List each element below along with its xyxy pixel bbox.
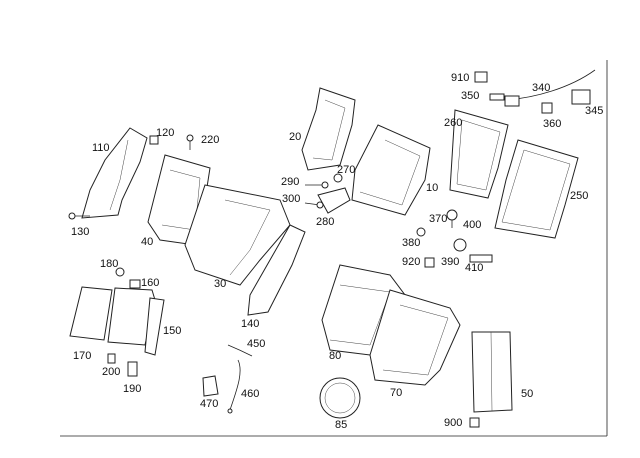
label-410: 410: [465, 262, 484, 274]
label-40: 40: [141, 236, 154, 248]
backrest-right-30: [184, 184, 291, 286]
part-390: [453, 238, 467, 252]
label-20: 20: [289, 131, 302, 143]
label-50: 50: [521, 388, 534, 400]
label-345: 345: [585, 105, 604, 117]
wire-460: [229, 359, 241, 411]
part-410: [469, 254, 493, 263]
label-260: 260: [444, 117, 463, 129]
label-110: 110: [92, 142, 110, 154]
label-190: 190: [123, 383, 142, 395]
label-370: 370: [429, 213, 448, 225]
bolt-290: [321, 181, 329, 189]
part-345: [571, 89, 591, 105]
part-360: [541, 102, 553, 114]
cushion-170: [69, 286, 113, 341]
label-400: 400: [463, 219, 482, 231]
label-30: 30: [214, 278, 227, 290]
frame-10: [351, 124, 431, 216]
label-470: 470: [200, 398, 219, 410]
screw-180: [115, 267, 125, 277]
seat-cushion-70: [369, 289, 461, 386]
label-360: 360: [543, 118, 562, 130]
part-900: [469, 417, 480, 428]
badge-85: [319, 377, 361, 419]
label-340: 340: [532, 82, 551, 94]
cover-50: [471, 331, 513, 413]
label-120: 120: [156, 127, 175, 139]
label-85: 85: [335, 419, 348, 431]
part-920: [424, 257, 435, 268]
bracket-160: [129, 279, 141, 289]
part-270: [333, 173, 343, 183]
screw-130: [68, 212, 76, 220]
screw-220: [186, 134, 194, 142]
wire-450: [227, 344, 253, 357]
label-160: 160: [141, 277, 160, 289]
label-70: 70: [390, 387, 403, 399]
side-bolster-110: [81, 127, 148, 219]
label-130: 130: [71, 226, 90, 238]
panel-260: [449, 109, 509, 199]
label-170: 170: [73, 350, 92, 362]
panel-250: [494, 139, 579, 239]
clip-190: [127, 361, 138, 377]
part-910: [474, 71, 488, 83]
clip-120: [149, 135, 159, 145]
label-180: 180: [100, 258, 119, 270]
label-460: 460: [241, 388, 260, 400]
label-220: 220: [201, 134, 220, 146]
label-200: 200: [102, 366, 121, 378]
label-140: 140: [241, 318, 260, 330]
part-350: [489, 93, 505, 101]
label-390: 390: [441, 256, 460, 268]
part-380: [416, 227, 426, 237]
bracket-280: [317, 187, 351, 214]
trim-panel-140: [247, 224, 306, 316]
clip-470: [202, 375, 219, 397]
label-380: 380: [402, 237, 421, 249]
label-10: 10: [426, 182, 439, 194]
label-150: 150: [163, 325, 182, 337]
frame-20: [301, 87, 356, 171]
label-350: 350: [461, 90, 480, 102]
label-920: 920: [402, 256, 421, 268]
label-300: 300: [282, 193, 301, 205]
label-280: 280: [316, 216, 335, 228]
label-910: 910: [451, 72, 470, 84]
label-270: 270: [337, 164, 356, 176]
label-900: 900: [444, 417, 463, 429]
clip-200: [107, 353, 116, 364]
part-370: [446, 209, 458, 221]
label-290: 290: [281, 176, 300, 188]
label-450: 450: [247, 338, 266, 350]
label-250: 250: [570, 190, 589, 202]
label-80: 80: [329, 350, 342, 362]
